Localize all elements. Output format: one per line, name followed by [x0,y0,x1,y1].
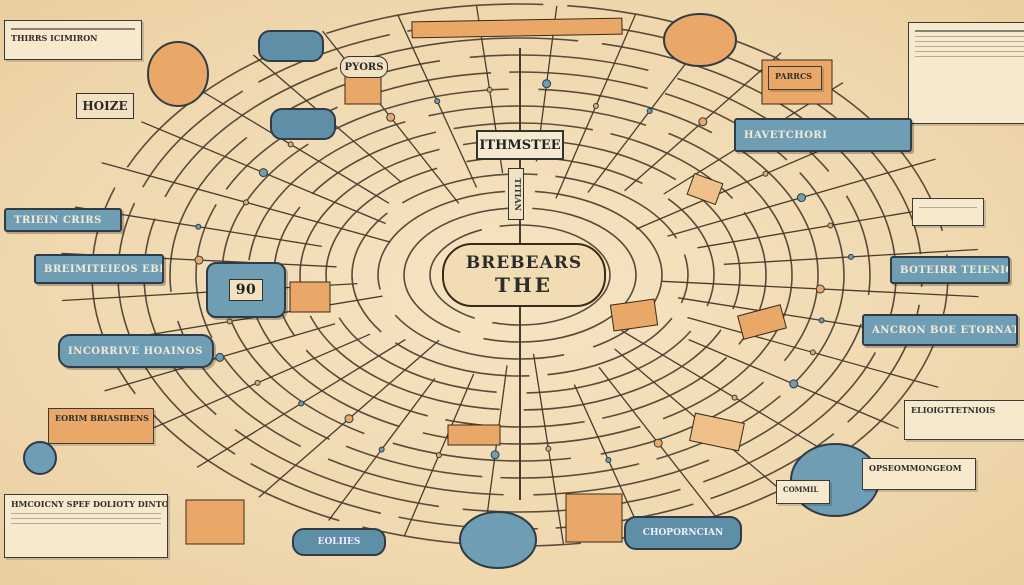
right-card-small [912,198,984,226]
pin-marker [698,117,708,127]
orange-folder-decor [565,493,623,543]
right-banner-1: HAVETCHORI [734,118,912,152]
pin-marker [344,414,354,424]
right-banner-2: BOTEIRR TEIENIONS [890,256,1010,284]
pin-marker [592,103,599,109]
blue-cloud-decor [459,511,537,569]
left-banner-2: BREIMITEIEOS EBLIN [34,254,164,284]
right-banner-3: ANCRON BOE ETORNATETORE [862,314,1018,346]
left-banner-4: EORIM BRIASIBENS [48,408,154,444]
pin-marker [818,317,825,324]
pyors-sign: PYORS [340,56,388,78]
crate-label-text: PARRCS [775,71,813,81]
orange-folder-decor [609,298,659,332]
right-card-low: OPSEOMMONGEOM [862,458,976,490]
bottom-pill-1: EOLIIES [292,528,386,556]
pin-marker [287,141,294,148]
pin-marker [386,112,396,122]
pin-marker [226,318,233,325]
orange-folder-decor [185,499,245,545]
crate-label: PARRCS [768,66,822,90]
pin-marker [258,168,268,178]
left-card-bottom-text: HMCOICNY SPEF DOLIOTY DINTONS [11,499,168,509]
header-card-text: THIRRS ICIMIRON [11,33,98,43]
sign-bubble-blue [270,108,336,140]
hoize-sign: HOIZE [76,93,134,119]
pin-marker [847,253,854,260]
orange-folder-decor [686,172,724,206]
left-banner-4-text: EORIM BRIASIBENS [55,413,149,423]
pin-marker [195,223,202,230]
left-card-bottom: HMCOICNY SPEF DOLIOTY DINTONS [4,494,168,558]
pin-marker [298,400,305,407]
pin-marker [243,199,249,206]
pin-marker [731,394,738,401]
stamp-small-text: COMMIL [783,485,819,494]
orange-folder-decor [289,281,331,313]
orange-folder-decor [737,304,787,340]
pin-marker [762,170,769,177]
right-card-mid: ELIOIGTTETNIOIS [904,400,1024,440]
pin-marker [254,379,261,386]
right-card-low-text: OPSEOMMONGEOM [869,463,962,473]
pin-marker [789,379,799,389]
pin-marker [545,445,552,452]
blue-cloud-decor [663,13,737,67]
blue-cloud-decor [23,441,57,475]
pin-marker [809,349,816,356]
right-card-top [908,22,1024,124]
pin-marker [378,446,385,453]
vertical-tag: TITIAN [508,168,524,220]
orange-folder-decor [447,424,501,446]
blue-cloud-decor [147,41,209,107]
pin-marker [486,86,493,93]
pin-marker [435,452,442,459]
pin-marker [605,457,612,463]
bottom-pill-2: CHOPORNCIAN [624,516,742,550]
number-card: 90 [206,262,286,318]
left-banner-1: TRIEIN CRIRS [4,208,122,232]
pin-marker [827,222,834,229]
pin-marker [490,450,500,460]
stamp-small: COMMIL [776,480,830,504]
pin-marker [653,438,663,448]
pin-marker [215,352,225,362]
number-card-value: 90 [228,279,264,301]
left-banner-3: INCORRIVE HOAINOS [58,334,214,368]
pin-marker [815,284,825,294]
pin-marker [797,193,806,203]
top-plaque: ITHMSTEE [476,130,564,160]
center-title-plaque: BREBEARS THE [442,243,606,307]
center-title-line2: THE [494,273,554,297]
pin-marker [434,98,441,105]
pin-marker [542,79,552,89]
pin-marker [646,108,653,114]
right-card-mid-text: ELIOIGTTETNIOIS [911,405,996,415]
pin-marker [194,255,204,265]
orange-folder-decor [411,17,623,39]
header-card-top-left: THIRRS ICIMIRON [4,20,142,60]
center-title-line1: BREBEARS [465,253,583,273]
orange-folder-decor [689,412,745,452]
sign-bubble-blue [258,30,324,62]
